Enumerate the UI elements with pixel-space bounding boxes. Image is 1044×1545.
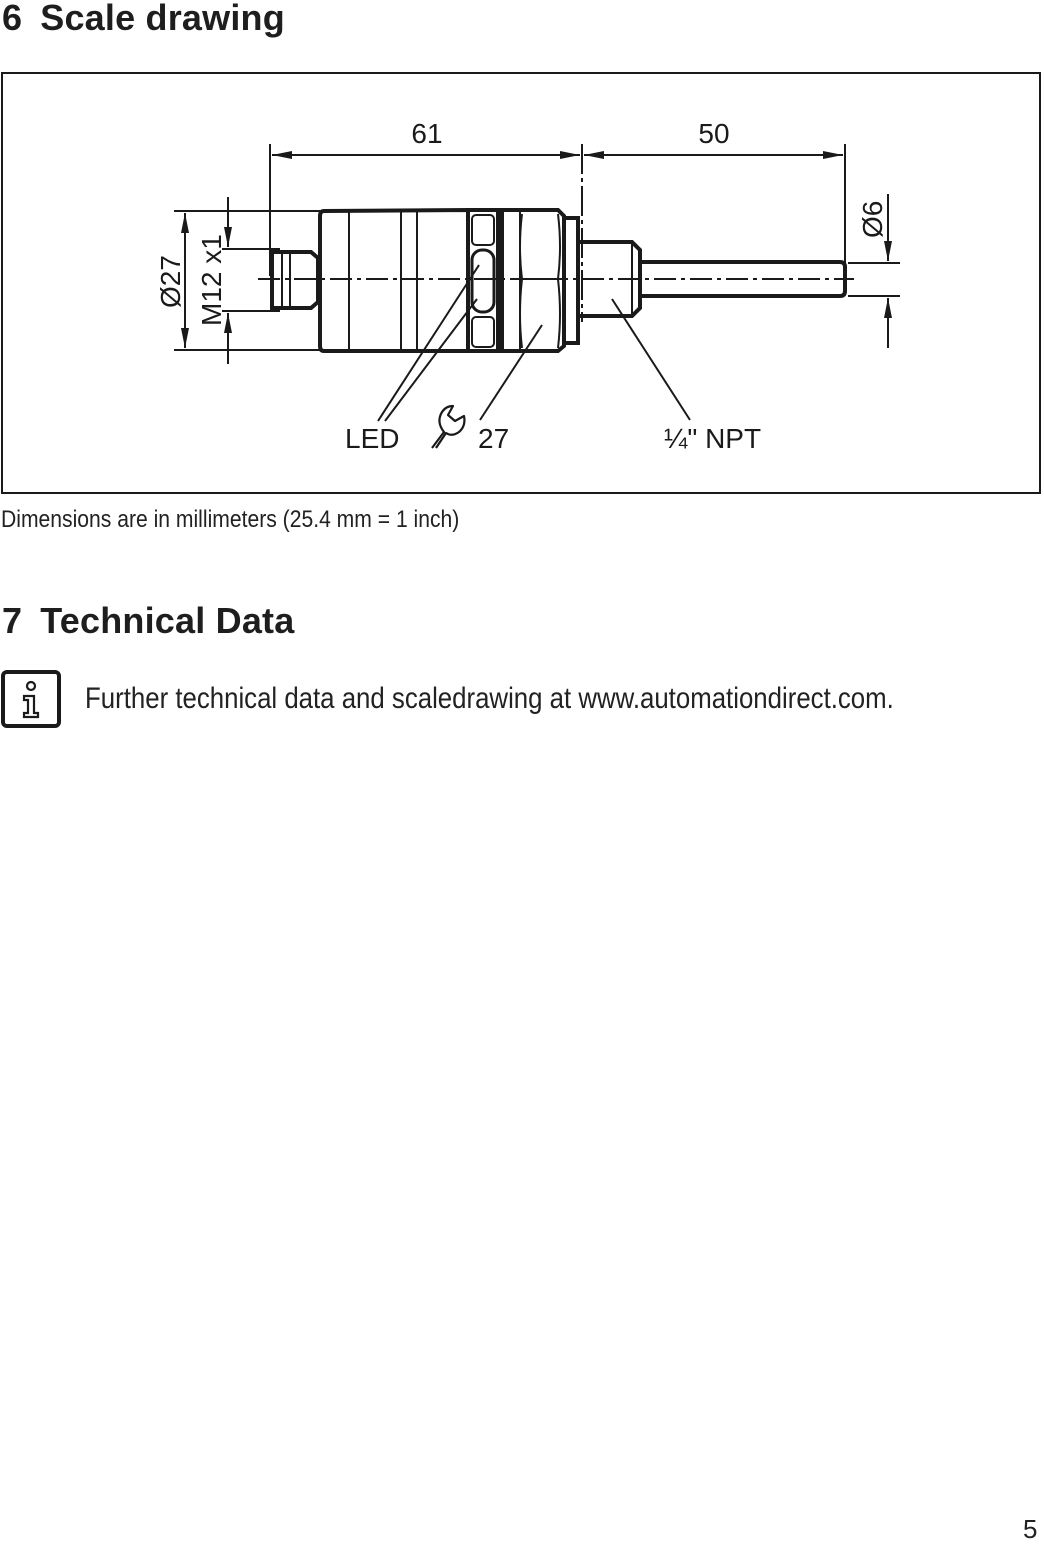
info-note: Further technical data and scaledrawing …	[1, 668, 1041, 732]
dim-diameter-27: Ø27	[155, 255, 186, 308]
section-number: 6	[2, 0, 23, 38]
label-npt: ¼" NPT	[664, 423, 761, 454]
dim-m12: M12 x1	[196, 234, 227, 326]
label-wrench-size: 27	[478, 423, 509, 454]
label-led: LED	[345, 423, 399, 454]
info-icon	[1, 670, 61, 728]
dimensions-caption: Dimensions are in millimeters (25.4 mm =…	[1, 506, 460, 533]
scale-drawing-frame: 61 50 Ø27 M12 x1 Ø6 LED 27 ¼" NPT	[1, 72, 1041, 494]
section-number: 7	[2, 600, 23, 641]
dim-50: 50	[698, 118, 729, 149]
dim-diameter-6: Ø6	[857, 201, 888, 238]
section-title: Technical Data	[40, 600, 295, 641]
info-note-text: Further technical data and scaledrawing …	[85, 682, 894, 715]
page-number: 5	[1023, 1514, 1038, 1544]
section-heading-scale-drawing: 6 Scale drawing	[2, 0, 285, 36]
scale-drawing: 61 50 Ø27 M12 x1 Ø6 LED 27 ¼" NPT	[155, 118, 900, 454]
wrench-icon	[431, 404, 466, 449]
section-title: Scale drawing	[40, 0, 285, 38]
dim-61: 61	[411, 118, 442, 149]
section-heading-technical-data: 7 Technical Data	[2, 603, 294, 639]
